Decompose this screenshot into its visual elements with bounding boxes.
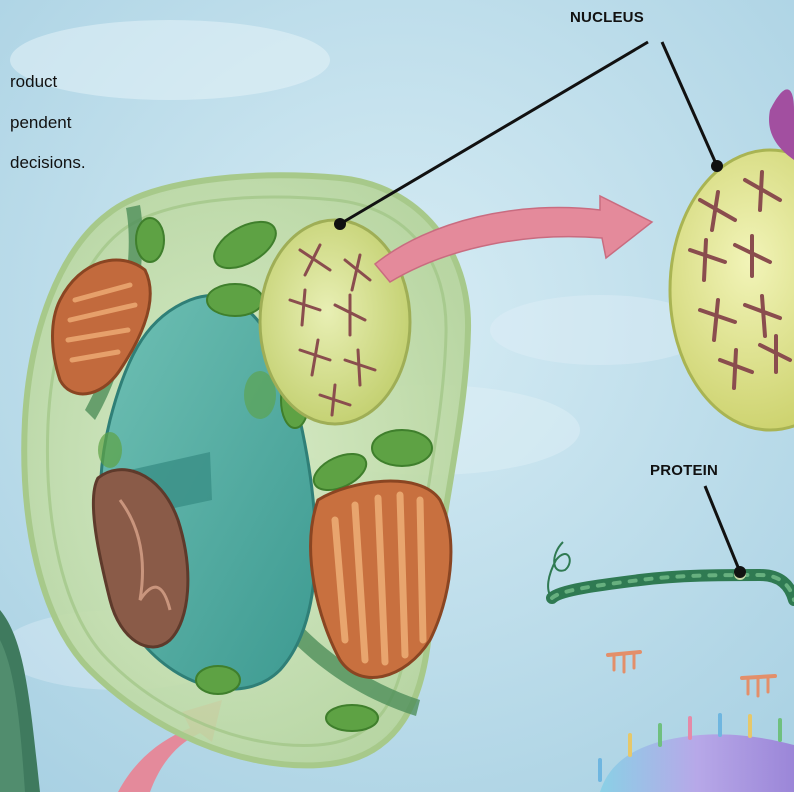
- cell-nucleus: [260, 220, 410, 424]
- body-text-line-1: roduct: [10, 72, 57, 92]
- chloroplast: [326, 705, 378, 731]
- body-text-line-3: decisions.: [10, 153, 86, 173]
- chloroplast: [136, 218, 164, 262]
- nucleus-label: NUCLEUS: [570, 9, 644, 26]
- chloroplast: [196, 666, 240, 694]
- chloroplast: [98, 432, 122, 468]
- protein-label: PROTEIN: [650, 462, 718, 479]
- leader-dot: [334, 218, 346, 230]
- leader-dot: [734, 566, 746, 578]
- cloud-shape: [10, 20, 330, 100]
- leader-dot: [711, 160, 723, 172]
- body-text-line-2: pendent: [10, 113, 71, 133]
- chloroplast: [372, 430, 432, 466]
- chloroplast: [207, 284, 263, 316]
